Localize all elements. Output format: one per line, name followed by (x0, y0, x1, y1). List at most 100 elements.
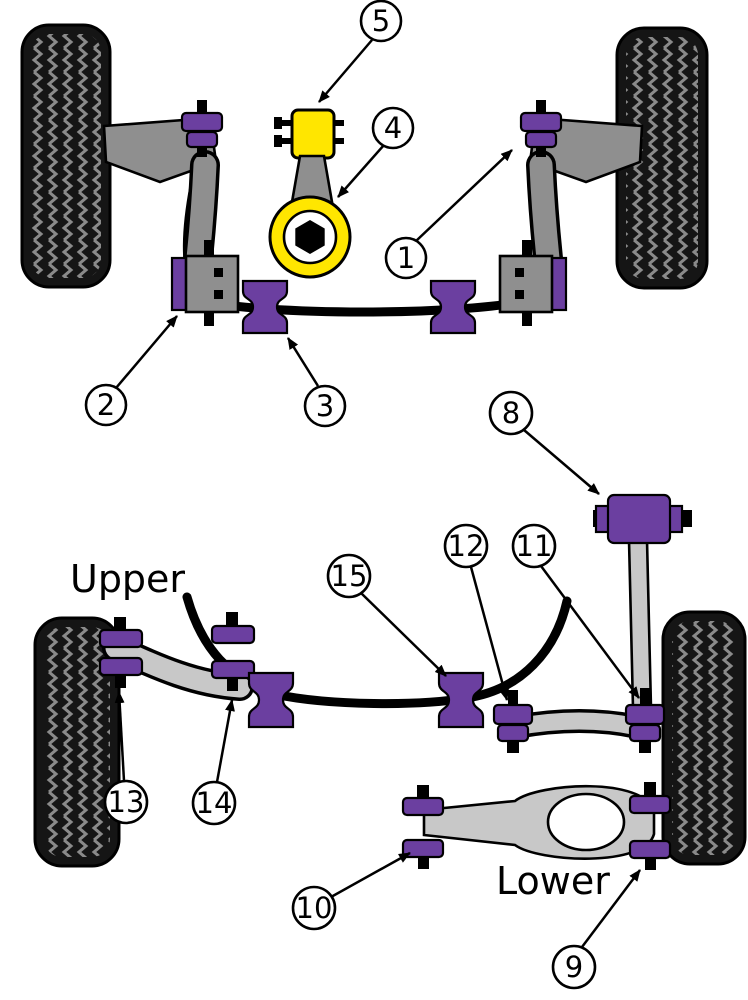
callout-9-number: 9 (565, 950, 583, 984)
bushing-disc (98, 656, 144, 677)
bushing-disc (496, 723, 530, 743)
bushing-disc (210, 659, 256, 680)
bushing-disc (628, 794, 672, 815)
callout-15-number: 15 (331, 559, 368, 593)
bushing-upper-arm-left (98, 617, 144, 688)
callout-8-number: 8 (502, 396, 520, 430)
callout-10-arrow (330, 851, 411, 899)
bushing-disc (519, 111, 563, 133)
nut (418, 856, 429, 869)
callout-2-number: 2 (97, 388, 115, 422)
callout-10-number: 10 (296, 891, 333, 925)
callout-3: 3 (286, 337, 347, 428)
nut (227, 678, 238, 691)
lower-arm-label: Lower (496, 859, 610, 903)
callout-4-circle (371, 106, 415, 150)
tire-tread (31, 34, 101, 278)
bushing-front-right-upper (519, 100, 563, 157)
bolt (197, 100, 207, 114)
bushing-front-bar-left (241, 279, 289, 335)
arm-leg (529, 153, 561, 280)
arm-hole (546, 792, 626, 852)
bushing-upper-arm-right (210, 612, 256, 691)
bracket-body (498, 254, 554, 314)
callout-13: 13 (103, 691, 149, 825)
callout-3-number: 3 (316, 389, 334, 423)
nut (197, 147, 207, 157)
bolt (114, 617, 126, 631)
bolt (204, 240, 214, 258)
callout-13-number: 13 (108, 785, 145, 819)
bushing-disc (210, 624, 256, 645)
callout-8-circle (488, 390, 534, 436)
upper-control-arm (102, 634, 254, 701)
callout-14-number: 14 (196, 786, 233, 820)
mount-arm (290, 154, 334, 204)
bushing-front-left-upper (180, 100, 224, 157)
callout-5-arrow (318, 39, 373, 103)
toe-link-arm (504, 709, 650, 739)
callout-11: 11 (511, 523, 641, 699)
bushing-body (606, 493, 672, 545)
callout-1: 1 (384, 149, 513, 280)
callout-1-arrow (415, 149, 513, 242)
bushing-disc (180, 111, 224, 133)
callout-9: 9 (551, 869, 641, 990)
bushing-toe-link-outer (624, 688, 666, 753)
bolt-head (515, 290, 524, 299)
bolt (640, 688, 650, 706)
bolt (508, 690, 518, 707)
callout-12-number: 12 (448, 529, 485, 563)
bolt-head (274, 135, 282, 147)
bushing-disc (524, 130, 558, 149)
callout-4: 4 (337, 106, 415, 198)
upper-arm-label: Upper (70, 557, 185, 601)
callout-3-circle (303, 384, 347, 428)
bushing-lower-arm-outer (628, 782, 672, 870)
bushing-front-bar-right (429, 279, 477, 335)
bushing-toe-link-inner (492, 690, 534, 753)
bracket-body (184, 254, 240, 314)
callout-12-circle (443, 523, 489, 569)
tire-tread (626, 37, 698, 279)
tire-tread (44, 627, 110, 857)
lower-control-arm (422, 784, 656, 860)
bolt (522, 310, 532, 326)
callout-4-arrow (337, 144, 385, 198)
drop-link (627, 538, 653, 710)
nut (536, 147, 546, 157)
callout-8: 8 (488, 390, 600, 495)
callout-15-arrow (360, 592, 447, 677)
callout-14-arrow (215, 699, 235, 783)
callout-5: 5 (318, 0, 403, 103)
callout-9-arrow (581, 869, 641, 948)
bushing-disc (185, 130, 219, 149)
callout-4-number: 4 (384, 111, 402, 145)
callout-15-circle (326, 553, 372, 599)
nut (115, 675, 126, 688)
tire-rear-right (661, 610, 747, 866)
callout-2-circle (84, 383, 128, 427)
bushing-disc (624, 703, 666, 726)
top-mount-bushing (593, 493, 692, 545)
callout-11-arrow (539, 565, 641, 699)
callout-5-number: 5 (372, 4, 390, 38)
nut (507, 741, 519, 753)
bracket-front-right (498, 240, 568, 326)
bolt (204, 310, 214, 326)
bushing-disc (628, 839, 672, 860)
bolt (536, 100, 546, 114)
arm-body (105, 637, 251, 698)
bolt (644, 782, 656, 797)
front-suspension-diagram: 5 4 1 2 3 (20, 0, 709, 428)
nut (639, 741, 651, 753)
rear-suspension-diagram: Upper Lower (33, 390, 747, 990)
callout-11-circle (511, 523, 557, 569)
callout-12-arrow (469, 566, 509, 701)
bracket-front-left (170, 240, 240, 326)
bolt-head (214, 290, 223, 299)
bolt-head (274, 117, 282, 129)
bushing-lower-arm-inner (401, 785, 445, 869)
callout-15: 15 (326, 553, 447, 677)
